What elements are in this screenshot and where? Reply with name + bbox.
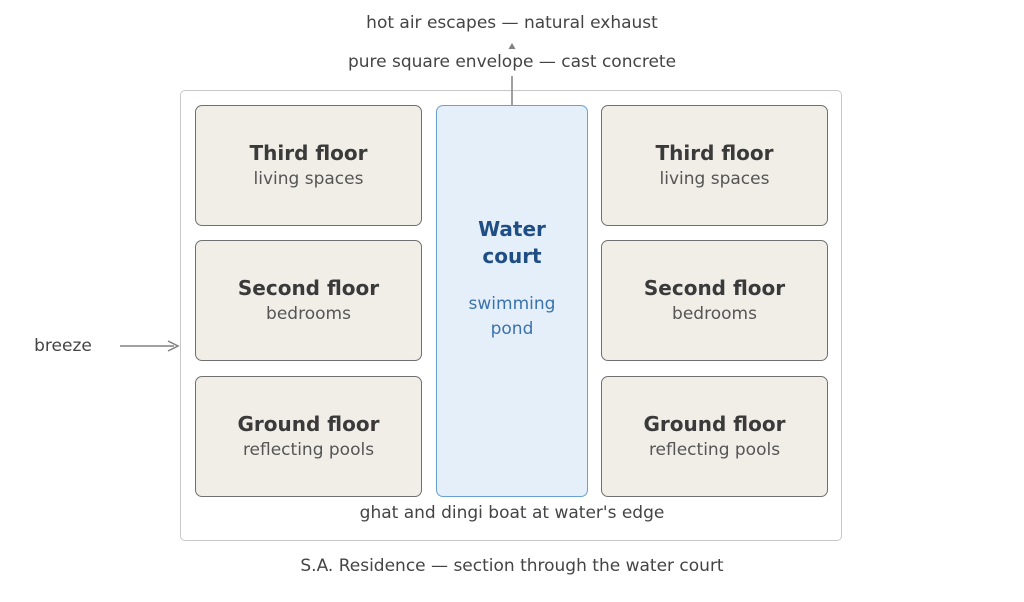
floor-subtitle: reflecting pools [242,439,375,460]
floor-subtitle: bedrooms [266,303,351,324]
left-second-floor: Second floor bedrooms [195,240,422,361]
right-third-floor: Third floor living spaces [601,105,828,226]
envelope-label: pure square envelope — cast concrete [347,52,677,72]
floor-title: Second floor [237,275,380,300]
breeze-label: breeze [34,336,92,356]
floor-subtitle: reflecting pools [648,439,781,460]
water-court-subtitle: swimming pond [437,292,587,342]
floor-subtitle: bedrooms [672,303,757,324]
ghat-note: ghat and dingi boat at water's edge [359,503,665,523]
right-ground-floor: Ground floor reflecting pools [601,376,828,497]
left-ground-floor: Ground floor reflecting pools [195,376,422,497]
right-second-floor: Second floor bedrooms [601,240,828,361]
water-court-title-line-1: Water [478,217,546,241]
water-court-title: Water court [437,216,587,270]
floor-subtitle: living spaces [253,168,364,189]
water-court-title-line-2: court [482,244,542,268]
water-court: Water court swimming pond [436,105,588,497]
breeze-arrow-icon [167,340,180,352]
floor-subtitle: living spaces [659,168,770,189]
water-court-subtitle-line-1: swimming [468,294,556,314]
water-court-subtitle-line-2: pond [490,319,534,339]
floor-title: Third floor [249,140,368,165]
concrete-envelope [180,90,842,541]
exhaust-note: hot air escapes — natural exhaust [366,13,658,33]
floor-title: Ground floor [643,411,786,436]
floor-title: Ground floor [237,411,380,436]
floor-title: Third floor [655,140,774,165]
left-third-floor: Third floor living spaces [195,105,422,226]
floor-title: Second floor [643,275,786,300]
exhaust-arrow-icon [508,43,516,49]
diagram-caption: S.A. Residence — section through the wat… [300,556,724,576]
